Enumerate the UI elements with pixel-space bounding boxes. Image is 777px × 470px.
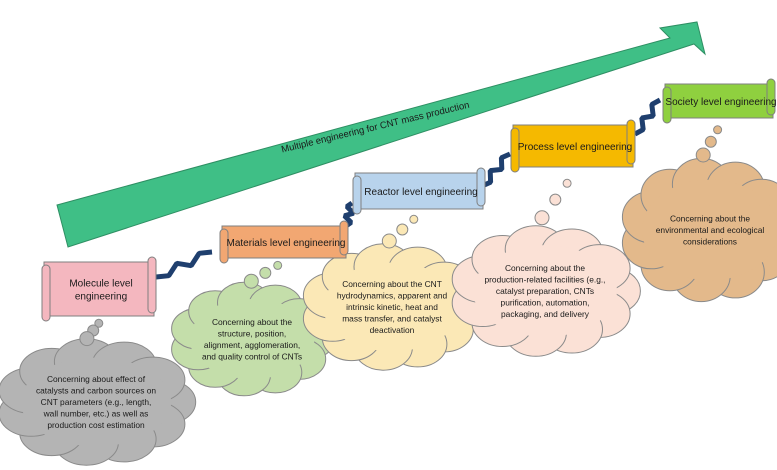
scroll-roll-bottom	[662, 86, 672, 124]
cloud-core	[20, 357, 172, 447]
lightning-connector	[633, 97, 662, 137]
level-scroll: Process level engineering	[510, 119, 636, 173]
cloud-text-line: alignment, agglomeration,	[204, 340, 300, 350]
cloud-text-line: catalyst preparation, CNTs	[496, 286, 594, 296]
thought-bubble	[243, 273, 259, 289]
thought-bubble	[381, 233, 397, 249]
cloud-core	[323, 262, 461, 352]
scroll-roll-bottom	[219, 228, 229, 264]
scroll-body	[664, 83, 774, 119]
cloud-text-line: Concerning about the	[670, 214, 750, 224]
lightning-connector	[480, 151, 512, 189]
cloud-text-line: considerations	[683, 237, 737, 247]
cloud-core	[642, 179, 777, 281]
cloud-text-line: deactivation	[370, 325, 415, 335]
scroll-title-line: Molecule level	[69, 279, 132, 290]
thought-bubble	[396, 223, 409, 236]
scroll-body	[354, 172, 484, 210]
scroll-roll-top	[476, 167, 486, 207]
cloud-text-line: packaging, and delivery	[501, 309, 590, 319]
cloud-text-line: hydrodynamics, apparent and	[337, 291, 448, 301]
cloud-text-line: production cost estimation	[47, 420, 145, 430]
level-scroll: Molecule level engineering	[41, 256, 157, 322]
cloud-text-line: intrinsic kinetic, heat and	[346, 302, 438, 312]
cloud-text-line: Concerning about the	[212, 317, 292, 327]
thought-bubble	[409, 214, 419, 224]
thought-bubble	[713, 125, 723, 135]
thought-bubble	[259, 266, 272, 279]
lightning-connector	[342, 200, 356, 229]
cloud-text-line: structure, position,	[218, 328, 286, 338]
lightning-connectors	[155, 97, 662, 280]
thought-bubble	[94, 318, 104, 328]
scroll-title-line: Society level engineering	[665, 97, 776, 108]
scroll-title-line: Process level engineering	[518, 142, 633, 153]
cloud-text-line: Concerning about effect of	[47, 374, 146, 384]
scroll-title-line: Materials level engineering	[227, 238, 346, 249]
scroll-roll-bottom	[352, 175, 362, 215]
scroll-roll-bottom	[41, 264, 51, 322]
thought-bubble	[549, 193, 562, 206]
level-scroll: Society level engineering	[662, 78, 777, 124]
cloud-text-line: catalysts and carbon sources on	[36, 386, 156, 396]
thought-bubble	[704, 135, 717, 148]
scroll-roll-top	[147, 256, 157, 314]
cloud-text-line: mass transfer, and catalyst	[342, 314, 442, 324]
thought-bubble	[695, 147, 711, 163]
level-scroll: Reactor level engineering	[352, 167, 486, 215]
cloud-core	[189, 299, 315, 379]
description-cloud: Concerning about the CNT hydrodynamics, a…	[302, 214, 484, 371]
scroll-body	[221, 225, 347, 259]
cloud-text-line: and quality control of CNTs	[202, 351, 302, 361]
thought-bubble	[79, 331, 95, 347]
scroll-roll-top	[626, 119, 636, 165]
scroll-title-line: engineering	[75, 292, 127, 303]
cloud-text-line: CNT parameters (e.g., length,	[41, 397, 152, 407]
scroll-roll-top	[339, 220, 349, 256]
cloud-core	[473, 245, 617, 337]
description-cloud: Concerning about effect of catalysts and …	[0, 318, 197, 466]
cloud-text-line: purification, automation,	[501, 298, 590, 308]
cloud-text-line: Concerning about the	[505, 263, 585, 273]
scroll-body	[43, 261, 155, 317]
level-scrolls: Molecule level engineering Materials level…	[41, 78, 777, 322]
lightning-connector	[155, 249, 213, 280]
scroll-roll-bottom	[510, 127, 520, 173]
thought-bubble	[562, 178, 572, 188]
description-clouds: Concerning about effect of catalysts and …	[0, 125, 777, 466]
scroll-title-line: Reactor level engineering	[364, 187, 477, 198]
description-cloud: Concerning about the production-related f…	[451, 178, 641, 357]
cloud-text-line: Concerning about the CNT	[342, 279, 442, 289]
cloud-text-line: production-related facilities (e.g.,	[484, 275, 605, 285]
cloud-text-line: wall number, etc.) as well as	[43, 409, 149, 419]
thought-bubble	[534, 210, 550, 226]
thought-bubble	[273, 260, 283, 270]
progress-arrow-shape	[56, 21, 706, 248]
level-scroll: Materials level engineering	[219, 220, 349, 264]
scroll-roll-top	[766, 78, 776, 116]
cloud-text-line: environmental and ecological	[656, 225, 765, 235]
